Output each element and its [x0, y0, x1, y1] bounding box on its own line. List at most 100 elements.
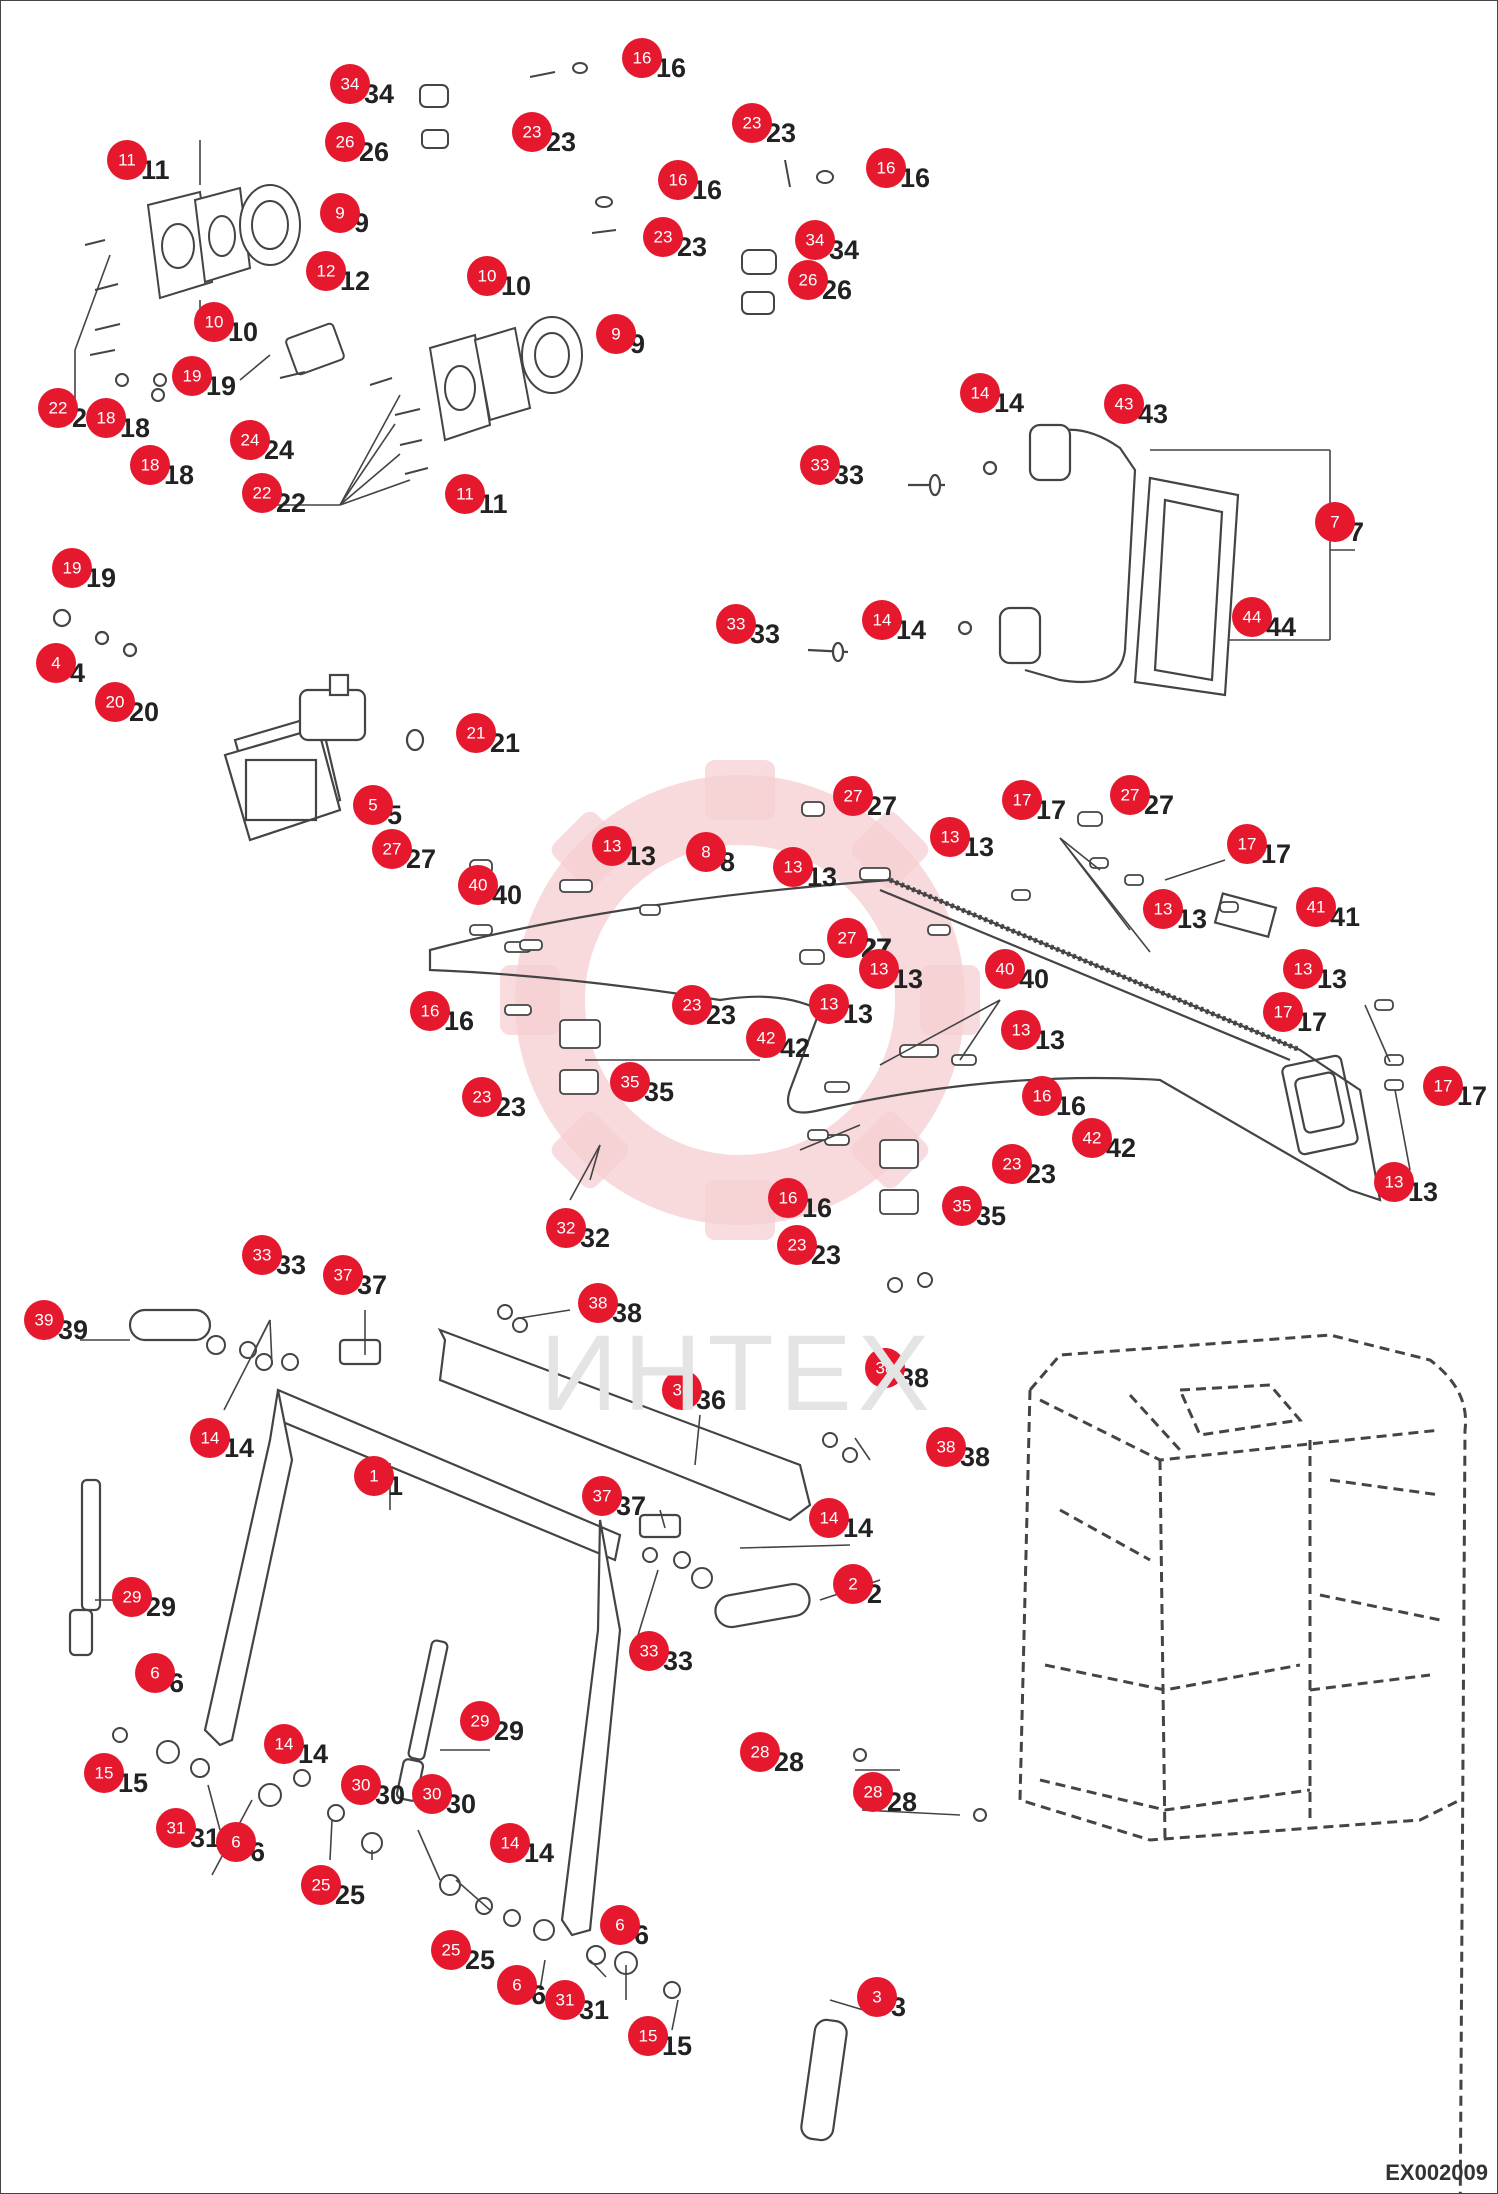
callout-number: 40	[469, 876, 488, 895]
callout-badge	[306, 251, 346, 291]
callout-badge	[827, 918, 867, 958]
callout-badge	[773, 847, 813, 887]
callout-badge	[512, 112, 552, 152]
callout-number: 33	[640, 1642, 659, 1661]
callout-number: 23	[743, 114, 762, 133]
callout-number: 19	[63, 559, 82, 578]
callout-6: 66	[600, 1905, 649, 1950]
callout-number: 44	[1243, 608, 1262, 627]
callout-badge	[545, 1980, 585, 2020]
callout-number: 5	[368, 796, 377, 815]
callout-number: 33	[727, 615, 746, 634]
callout-badge	[800, 445, 840, 485]
callout-number: 34	[341, 75, 360, 94]
callout-number: 12	[317, 262, 336, 281]
callout-badge	[629, 1631, 669, 1671]
callout-number: 26	[799, 271, 818, 290]
callout-badge	[490, 1823, 530, 1863]
callout-number: 17	[1274, 1003, 1293, 1022]
callout-number: 38	[589, 1294, 608, 1313]
callout-number: 13	[1154, 900, 1173, 919]
callout-badge	[341, 1765, 381, 1805]
callout-number: 33	[253, 1246, 272, 1265]
callout-badge	[686, 832, 726, 872]
watermark-text: ИНТЕХ	[540, 1312, 936, 1433]
callout-badge	[172, 356, 212, 396]
callout-badge	[456, 713, 496, 753]
callout-badge	[809, 1498, 849, 1538]
callout-number: 35	[953, 1197, 972, 1216]
callout-number: 13	[1294, 960, 1313, 979]
callout-badge	[135, 1653, 175, 1693]
callout-number: 18	[97, 409, 116, 428]
callout-number: 20	[106, 693, 125, 712]
callout-badge	[1227, 824, 1267, 864]
callout-number: 27	[383, 840, 402, 859]
callout-badge	[600, 1905, 640, 1945]
callout-badge	[833, 776, 873, 816]
callout-number: 31	[167, 1819, 186, 1838]
callout-number: 17	[1013, 791, 1032, 810]
callout-badge	[866, 148, 906, 188]
callout-badge	[190, 1418, 230, 1458]
callout-number: 9	[611, 325, 620, 344]
callout-number: 29	[123, 1588, 142, 1607]
callout-badge	[777, 1225, 817, 1265]
callout-number: 37	[593, 1487, 612, 1506]
callout-badge	[467, 256, 507, 296]
leader-lines	[74, 140, 1355, 641]
callout-badge	[412, 1774, 452, 1814]
callout-badge	[1232, 597, 1272, 637]
callout-number: 3	[872, 1988, 881, 2007]
callout-badge	[301, 1865, 341, 1905]
callout-number: 18	[141, 456, 160, 475]
callout-badge	[216, 1822, 256, 1862]
callout-number: 6	[512, 1976, 521, 1995]
callout-badge	[230, 420, 270, 460]
callout-number: 16	[669, 171, 688, 190]
callout-number: 34	[806, 231, 825, 250]
callout-3: 33	[857, 1977, 906, 2022]
callout-badge	[410, 991, 450, 1031]
callout-number: 25	[442, 1941, 461, 1960]
callout-number: 13	[1385, 1173, 1404, 1192]
callout-badge	[1072, 1118, 1112, 1158]
callout-7: 77	[1315, 502, 1364, 547]
speaker-left-assembly	[146, 184, 345, 376]
callout-number: 42	[757, 1029, 776, 1048]
callout-number: 9	[335, 204, 344, 223]
callout-badge	[643, 217, 683, 257]
callout-badge	[622, 38, 662, 78]
callout-number: 23	[654, 228, 673, 247]
callout-badge	[462, 1077, 502, 1117]
callout-badge	[242, 1235, 282, 1275]
